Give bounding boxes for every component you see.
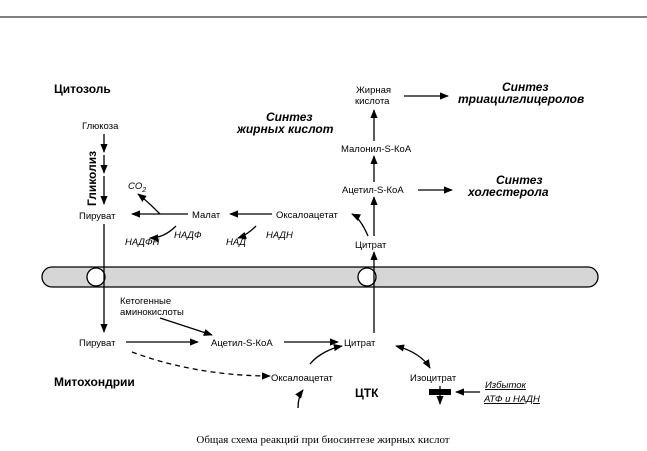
malonyl-coa-label: Малонил-S-КоА — [341, 144, 412, 155]
citrate-transporter — [357, 267, 377, 287]
citrate-isocitrate-arrow — [395, 344, 431, 369]
oxaloacetate-to-citrate-arrow — [309, 344, 343, 365]
isocitrate-label: Изоцитрат — [410, 373, 457, 384]
mitochondria-label: Митохондрии — [54, 375, 135, 389]
mito-citrate-label: Цитрат — [344, 338, 376, 349]
cytosol-citrate-label: Цитрат — [355, 240, 387, 251]
nad-label: НАД — [226, 237, 246, 248]
excess-label-2: АТФ и НАДН — [483, 394, 540, 405]
citrate-to-oxaloacetate-arrow — [351, 213, 369, 237]
mito-oxaloacetate-label: Оксалоацетат — [271, 373, 334, 384]
figure-caption: Общая схема реакций при биосинтезе жирны… — [196, 434, 449, 446]
mitochondrial-membrane — [41, 266, 599, 288]
tca-return-arrow — [295, 389, 304, 409]
cytosol-acetyl-coa-label: Ацетил-S-КоА — [342, 185, 404, 196]
fatty-acid-label-1: Жирная — [356, 85, 391, 96]
nadph-arrow — [149, 225, 177, 242]
triacylglycerol-synthesis-label-2: триацилглицеролов — [458, 92, 584, 106]
pyruvate-to-oxaloacetate-dashed-arrow — [131, 351, 271, 380]
mito-pyruvate-label: Пируват — [79, 338, 116, 349]
triacylglycerol-synthesis-label-1: Синтез — [502, 80, 549, 94]
malate-label: Малат — [192, 210, 221, 221]
co2-label: CO2 — [128, 181, 146, 194]
fatty-acid-synthesis-label-2: жирных кислот — [236, 122, 334, 136]
inhibition-block — [429, 389, 451, 395]
cytosol-oxaloacetate-label: Оксалоацетат — [276, 210, 339, 221]
pyruvate-transporter — [86, 267, 106, 287]
fatty-acid-label-2: кислота — [355, 96, 390, 107]
nad-arrow — [237, 225, 257, 239]
cholesterol-synthesis-label-1: Синтез — [496, 173, 543, 187]
glucose-label: Глюкоза — [82, 121, 119, 132]
ketogenic-label-2: аминокислоты — [120, 307, 184, 318]
fatty-acid-synthesis-label-1: Синтез — [266, 110, 313, 124]
cytosol-label: Цитозоль — [54, 82, 111, 96]
nadph-label: НАДФН — [125, 237, 160, 248]
mito-acetyl-coa-label: Ацетил-S-КоА — [211, 338, 273, 349]
excess-label-1: Избыток — [485, 380, 527, 391]
nadp-label: НАДФ — [174, 230, 202, 241]
ketogenic-to-acetyl-coa-arrow — [159, 317, 213, 336]
cholesterol-synthesis-label-2: холестерола — [467, 185, 549, 199]
cytosol-pyruvate-label: Пируват — [79, 211, 116, 222]
nadh-label: НАДН — [266, 230, 293, 241]
co2-release-arrow — [137, 193, 161, 215]
tca-label: ЦТК — [355, 386, 379, 400]
ketogenic-label-1: Кетогенные — [120, 296, 171, 307]
glycolysis-label: Гликолиз — [85, 151, 99, 206]
